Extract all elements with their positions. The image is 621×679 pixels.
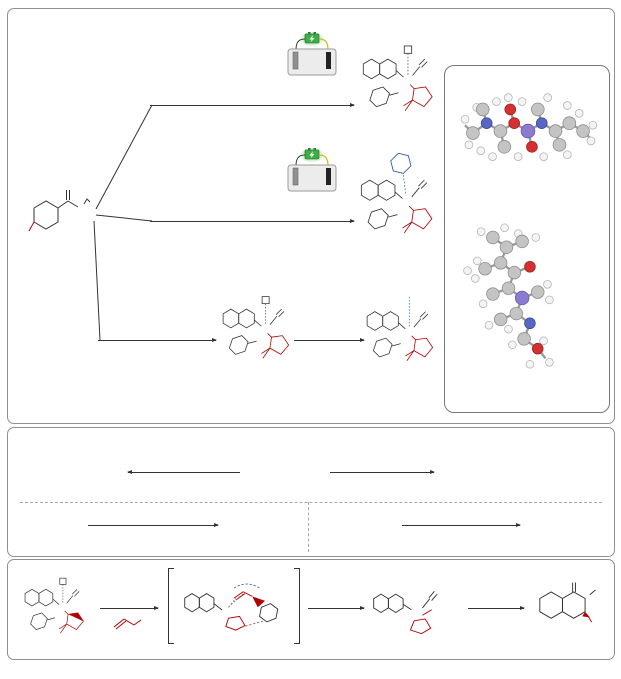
b-left-arrow	[127, 469, 240, 474]
panel-b	[7, 427, 615, 557]
c-arrow2	[308, 605, 365, 610]
crystal-inset	[444, 65, 610, 413]
crystal-structure-vertical-view	[463, 223, 554, 369]
branch1-arrow	[150, 102, 355, 107]
bracket-left	[168, 568, 174, 644]
bracket-right	[294, 568, 300, 644]
co1-product-structure	[362, 45, 433, 112]
panel-c	[7, 559, 615, 660]
ts1-structure	[184, 583, 279, 631]
branch2-cell-block	[266, 147, 358, 196]
branch3-arrow	[98, 337, 217, 342]
sc-co1-structure	[222, 296, 290, 359]
b-right-arrow	[330, 469, 435, 474]
br-arrow	[402, 522, 521, 527]
c-arrow1	[100, 605, 159, 610]
panel-a	[7, 8, 615, 424]
crystallization-arrow	[294, 337, 365, 342]
olefin-icon	[113, 618, 142, 630]
branch-fan-lines	[93, 104, 153, 341]
crystal-structure-front-view	[460, 93, 598, 161]
sc-co1-meoh-structure	[366, 296, 434, 362]
int1-structure	[373, 591, 438, 635]
ts-bracket	[168, 568, 300, 644]
panel-b-vertical-divider	[308, 502, 309, 552]
panel-b-horizontal-divider	[20, 502, 602, 503]
c-start-structure	[24, 577, 84, 634]
bl-arrow	[88, 522, 219, 527]
electro-cell-icon	[287, 32, 337, 76]
substrate-1a-structure	[28, 190, 91, 232]
product-3-structure	[539, 582, 596, 623]
electro-cell-icon	[287, 148, 337, 192]
branch1-cell-block	[266, 31, 358, 80]
branch2-arrow	[150, 218, 355, 223]
c-arrow3	[468, 605, 525, 610]
co2-tcpy-product-structure	[360, 152, 433, 234]
